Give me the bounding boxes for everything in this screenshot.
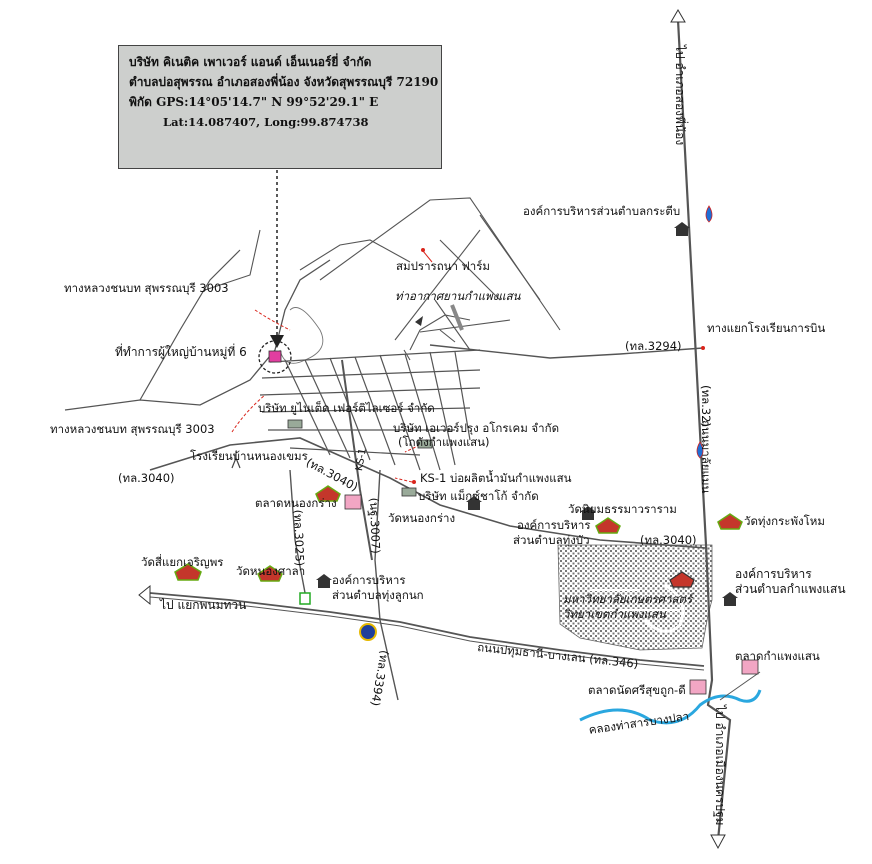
west-arrow-icon <box>138 584 151 606</box>
temple-icon <box>595 517 621 534</box>
temple-icon <box>174 563 202 581</box>
government-building-icon <box>580 506 596 520</box>
market-icon <box>689 679 707 695</box>
road-3003-bottom-label: ทางหลวงชนบท สุพรรณบุรี 3003 <box>50 422 215 436</box>
road-north-curve <box>299 239 411 271</box>
farm-dot <box>421 248 425 252</box>
company-latlong: Lat:14.087407, Long:99.874738 <box>163 115 369 129</box>
nong-khem-school-label: โรงเรียนบ้านหนองเขมร <box>190 449 308 463</box>
to-nakhon-pathom-label: ไป อำเภอเมืองนครปฐม <box>713 705 727 826</box>
road-3025-label: (ทล.3025) <box>290 509 307 567</box>
factory-icon <box>401 487 417 497</box>
united-fertilizer-label: บริษัท ยูไนเต็ด เฟอร์ติไลเซอร์ จำกัด <box>258 401 435 415</box>
nong-krang-market-label: ตลาดหนองกร่าง <box>255 496 337 510</box>
temple-icon <box>315 485 341 502</box>
well-dot <box>412 480 416 484</box>
sombun-farm-label: สมปรารถนา ฟาร์ม <box>396 259 491 273</box>
gas-station-icon <box>705 205 713 223</box>
road-3040-left-label: (ทล.3040) <box>118 471 175 485</box>
ks1-well-label: KS-1 บ่อผลิตน้ำมันกำแพงแสน <box>420 471 572 485</box>
government-building-icon <box>674 222 690 236</box>
everprung-sub-label: (โกดังกำแพงแสน) <box>398 435 490 449</box>
university-label-1: มหาวิทยาลัยเกษตรศาสตร์ <box>563 592 693 606</box>
government-building-icon <box>316 574 332 588</box>
road-3007-label: (นฐ.3007) <box>366 497 383 554</box>
road-3294-label: (ทล.3294) <box>625 339 682 353</box>
site-marker-icon <box>268 350 282 363</box>
thung-luk-nok-tao-label-2: ส่วนตำบลทุ่งลูกนก <box>332 588 424 602</box>
lakchai-company-label: บริษัท แม็กซ์ชาโก้ จำกัด <box>418 489 539 503</box>
nat-market-label: ตลาดนัดศรีสุขถูก-ดี <box>588 683 686 697</box>
kamphaeng-saen-market-label: ตลาดกำแพงแสน <box>735 649 820 663</box>
red-leaders <box>231 309 421 483</box>
road-l3 <box>341 359 373 561</box>
village-head-office-label: ที่ทำการผู้ใหญ่บ้านหมู่ที่ 6 <box>115 345 247 359</box>
wat-sam-yaek-label: วัดสี่แยกเจริญพร <box>141 555 224 569</box>
to-song-phi-nong-label: ไป อำเภอสองพี่น้อง <box>673 45 687 146</box>
farm-arrow-icon <box>422 250 433 263</box>
shop-icon <box>299 592 311 605</box>
canal-branch <box>719 671 761 701</box>
road-3003 <box>64 259 331 411</box>
company-name: บริษัท คิเนติค เพาเวอร์ แอนด์ เอ็นเนอร์ย… <box>129 55 372 69</box>
kamphaeng-saen-tao-label-2: ส่วนตำบลกำแพงแสน <box>735 582 846 596</box>
university-campus <box>557 544 713 651</box>
temple-icon <box>669 571 695 588</box>
company-gps: พิกัด GPS:14°05'14.7" N 99°52'29.1" E <box>129 95 379 109</box>
airplane-icon <box>415 316 423 326</box>
junction-aviation-school-label: ทางแยกโรงเรียนการบิน <box>707 321 826 335</box>
kamphaeng-saen-tao-label-1: องค์การบริหาร <box>735 567 812 581</box>
north-arrow-icon <box>670 9 686 23</box>
canal <box>579 689 762 725</box>
government-building-icon <box>722 592 738 606</box>
school-icon <box>231 452 241 469</box>
university-label-2: วิทยาเขตกำแพงแสน <box>563 607 666 621</box>
factory-icon <box>417 439 433 449</box>
wat-niyom-label: วัดนิยมธรรมาวราราม <box>568 502 677 516</box>
river-bend <box>279 307 324 364</box>
market-icon <box>741 659 759 675</box>
company-address: ตำบลบ่อสุพรรณ อำเภอสองพี่น้อง จังหวัดสุพ… <box>129 75 439 89</box>
junction-dot <box>701 346 705 350</box>
temple-icon <box>257 565 283 582</box>
malaiman-road-label: ถนนมาลัยแมน <box>699 420 713 494</box>
thung-luk-nok-tao-label-1: องค์การบริหาร <box>332 573 406 587</box>
highway-346-edge <box>149 596 705 671</box>
airport-label: ท่าอากาศยานกำแพงแสน <box>395 289 521 303</box>
road-3040-right-label: (ทล.3040) <box>640 533 697 547</box>
south-arrow-icon <box>710 834 726 850</box>
government-building-icon <box>466 496 482 510</box>
site-circle <box>258 340 292 374</box>
wat-nong-krang-label: วัดหนองกร่าง <box>388 511 456 525</box>
krasip-tao-label: องค์การบริหารส่วนตำบลกระตีบ <box>523 204 681 218</box>
to-yaek-phanom-thuan-label: ไป แยกพนมทวน <box>160 598 247 612</box>
thung-bua-tao-label-1: องค์การบริหาร <box>517 518 591 532</box>
road-3003-top-label: ทางหลวงชนบท สุพรรณบุรี 3003 <box>64 281 229 295</box>
highway-32 <box>676 19 732 841</box>
wat-nong-sala-label: วัดหนองศาลา <box>236 564 306 578</box>
campus-road <box>643 583 685 633</box>
factory-icon <box>287 419 303 429</box>
highway-346 <box>149 592 705 667</box>
company-info-box: บริษัท คิเนติค เพาเวอร์ แอนด์ เอ็นเนอร์ย… <box>118 45 442 169</box>
road-west-a <box>204 229 261 291</box>
gas-station-icon <box>696 441 704 459</box>
thung-bua-tao-label-2: ส่วนตำบลทุ่งบัว <box>513 533 590 547</box>
market-icon <box>344 494 362 510</box>
road-3025 <box>289 469 307 599</box>
airport <box>319 197 561 361</box>
town-grid <box>259 349 481 471</box>
campus-road <box>590 589 680 611</box>
road-3394 <box>374 469 399 701</box>
road-3003-b <box>139 249 241 401</box>
wat-thung-kraphang-label: วัดทุ่งกระพังโหม <box>744 514 825 528</box>
ptt-station-icon <box>359 623 377 641</box>
temple-icon <box>717 513 743 530</box>
road-3294 <box>429 344 704 359</box>
everprung-label: บริษัท เอเวอร์ปรุง อโกรเคม จำกัด <box>393 421 560 435</box>
